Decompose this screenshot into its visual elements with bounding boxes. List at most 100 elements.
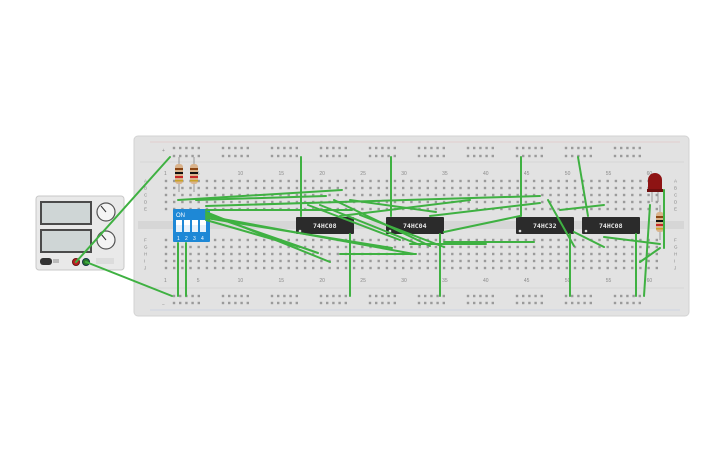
breadboard-hole[interactable] [582,200,585,204]
breadboard-hole[interactable] [189,259,192,263]
breadboard-hole[interactable] [426,266,429,270]
breadboard-hole[interactable] [381,154,384,158]
breadboard-hole[interactable] [647,266,650,270]
breadboard-hole[interactable] [426,245,429,249]
breadboard-hole[interactable] [467,259,470,263]
breadboard-hole[interactable] [549,193,552,197]
breadboard-hole[interactable] [573,266,577,270]
breadboard-hole[interactable] [590,179,593,183]
breadboard-hole[interactable] [573,245,577,249]
breadboard-hole[interactable] [613,154,617,158]
breadboard-hole[interactable] [614,193,618,197]
wire[interactable] [205,195,541,207]
breadboard-hole[interactable] [336,245,339,249]
breadboard-hole[interactable] [303,179,307,183]
breadboard-hole[interactable] [393,294,396,298]
breadboard-hole[interactable] [418,259,421,263]
breadboard-hole[interactable] [240,146,243,150]
breadboard-hole[interactable] [205,200,209,204]
breadboard-hole[interactable] [590,193,593,197]
chip-74hc08-b[interactable]: 74HC08 [582,217,640,234]
breadboard-hole[interactable] [277,294,280,298]
breadboard-hole[interactable] [516,207,519,211]
breadboard-hole[interactable] [295,193,299,197]
breadboard-hole[interactable] [565,245,568,249]
breadboard-hole[interactable] [647,245,650,249]
breadboard-hole[interactable] [459,238,462,242]
breadboard-hole[interactable] [181,245,184,249]
breadboard-hole[interactable] [238,252,241,256]
breadboard-hole[interactable] [368,294,372,298]
breadboard-hole[interactable] [369,238,372,242]
breadboard-hole[interactable] [500,252,503,256]
breadboard-hole[interactable] [516,200,519,204]
breadboard-hole[interactable] [361,179,364,183]
breadboard-hole[interactable] [238,193,241,197]
breadboard-hole[interactable] [524,200,528,204]
breadboard-hole[interactable] [238,179,241,183]
breadboard-hole[interactable] [590,207,593,211]
breadboard-hole[interactable] [647,252,650,256]
breadboard-hole[interactable] [185,146,188,150]
breadboard-hole[interactable] [528,154,531,158]
breadboard-hole[interactable] [459,193,462,197]
breadboard-hole[interactable] [473,301,476,305]
breadboard-hole[interactable] [361,238,364,242]
breadboard-hole[interactable] [549,252,552,256]
breadboard-hole[interactable] [515,301,519,305]
breadboard-hole[interactable] [492,259,495,263]
breadboard-hole[interactable] [483,193,487,197]
breadboard-hole[interactable] [532,200,536,204]
breadboard-hole[interactable] [549,179,552,183]
breadboard-hole[interactable] [205,252,209,256]
breadboard-hole[interactable] [614,200,618,204]
breadboard-hole[interactable] [655,238,658,242]
breadboard-hole[interactable] [528,294,531,298]
breadboard-hole[interactable] [459,252,462,256]
wire[interactable] [75,156,171,263]
breadboard-hole[interactable] [263,259,266,263]
breadboard-hole[interactable] [336,252,339,256]
breadboard-hole[interactable] [500,207,503,211]
breadboard-hole[interactable] [238,259,241,263]
breadboard-hole[interactable] [483,200,487,204]
breadboard-hole[interactable] [475,252,478,256]
breadboard-hole[interactable] [638,154,641,158]
breadboard-hole[interactable] [508,186,511,190]
breadboard-hole[interactable] [191,294,194,298]
breadboard-hole[interactable] [228,154,231,158]
breadboard-hole[interactable] [564,154,568,158]
breadboard-hole[interactable] [246,245,249,249]
breadboard-hole[interactable] [467,193,470,197]
breadboard-hole[interactable] [385,238,389,242]
breadboard-hole[interactable] [320,193,323,197]
breadboard-hole[interactable] [524,179,528,183]
breadboard-hole[interactable] [606,200,609,204]
dip-switch-4[interactable] [200,220,206,232]
breadboard-hole[interactable] [277,146,280,150]
breadboard-hole[interactable] [451,266,454,270]
breadboard-hole[interactable] [246,266,249,270]
breadboard-hole[interactable] [320,238,323,242]
breadboard-hole[interactable] [442,238,446,242]
breadboard-hole[interactable] [639,193,642,197]
breadboard-hole[interactable] [402,245,405,249]
breadboard-hole[interactable] [213,193,217,197]
breadboard-hole[interactable] [442,200,446,204]
breadboard-hole[interactable] [638,301,641,305]
breadboard-hole[interactable] [361,245,364,249]
breadboard-hole[interactable] [230,238,233,242]
breadboard-hole[interactable] [385,186,389,190]
breadboard-hole[interactable] [234,154,237,158]
breadboard-hole[interactable] [631,266,634,270]
breadboard-hole[interactable] [549,259,552,263]
breadboard-hole[interactable] [479,154,482,158]
breadboard-hole[interactable] [332,301,335,305]
breadboard-hole[interactable] [326,154,329,158]
breadboard-hole[interactable] [164,186,168,190]
breadboard-hole[interactable] [319,301,323,305]
breadboard-hole[interactable] [173,245,176,249]
breadboard-hole[interactable] [549,207,552,211]
breadboard-hole[interactable] [485,301,488,305]
breadboard-hole[interactable] [475,200,478,204]
